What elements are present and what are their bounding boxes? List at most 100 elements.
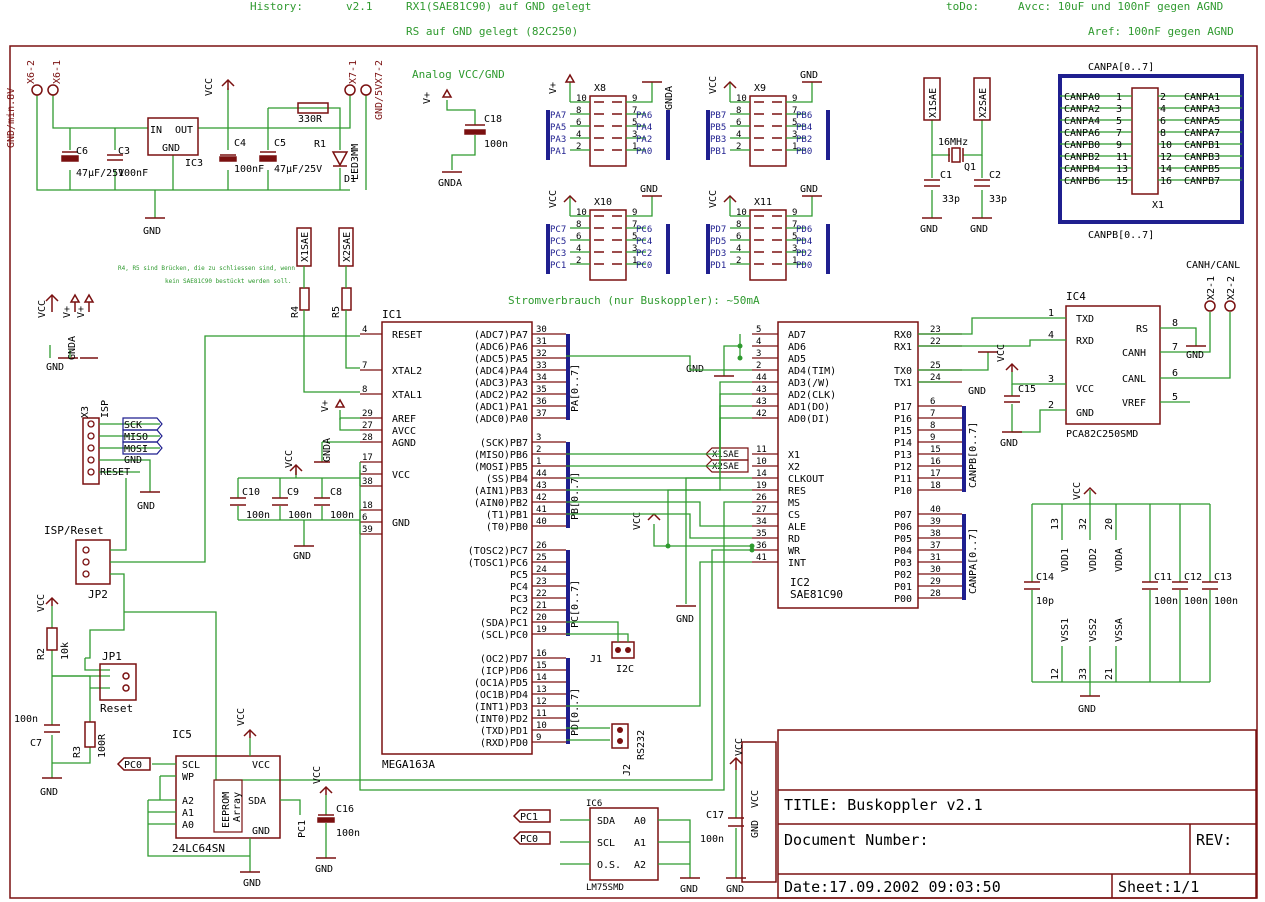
gnd-wire [646,82,653,103]
x1-left-signal: CANPB2 [1064,152,1100,163]
ic2-pin-num: 7 [930,409,935,419]
ic2-pin-num: 10 [756,457,767,467]
c1-gnd: GND [920,224,938,235]
r3-label: R3 [72,746,83,758]
ic3-in-label: IN [150,125,162,136]
isp-mosi: MOSI [124,444,148,455]
vdd-pin-num: 13 [1050,518,1061,530]
header-signal: PB6 [796,111,812,121]
x1-right-pin: 2 [1160,92,1166,103]
supply-label: VCC [548,190,559,208]
gnd-label: GND [800,184,818,195]
ic1-pin-num: 8 [362,385,367,395]
c10-value: 100n [246,510,270,521]
ic5-label: IC5 [172,728,192,741]
header-pin-num: 7 [632,106,637,116]
ic6-a0: A0 [634,816,646,827]
ic2-pin-label: TX0 [894,366,912,377]
ic3-label: IC3 [185,158,203,169]
x1-right-signal: CANPB5 [1184,164,1220,175]
box-gnd: GND [750,820,761,838]
ic1-pin-num: 10 [536,721,547,731]
ic1-pin-num: 20 [536,613,547,623]
ic2-pin-label: RD [788,534,800,545]
header-pin-num: 7 [792,220,797,230]
header-pin-num: 1 [792,142,797,152]
ic2-pin-label: P02 [894,570,912,581]
gnda-label: GNDA [664,86,675,110]
header-signal: PD6 [796,225,812,235]
ic1-ic2-link [566,501,752,527]
ic6-sda: SDA [597,816,615,827]
header-signal: PD0 [796,261,812,271]
power-parts [31,78,372,219]
ic2-pin-num: 25 [930,361,941,371]
ic1-pin-num: 37 [536,409,547,419]
x1-right-pin: 4 [1160,104,1166,115]
c4-value: 100nF [234,164,264,175]
x1-right-signal: CANPA3 [1184,104,1220,115]
ic1-pin-label: (ADC3)PA3 [474,378,528,389]
vdd2-label: VDD2 [1088,548,1099,572]
ic1-pin-num: 11 [536,709,547,719]
header-pin-num: 5 [632,232,637,242]
ic1-ic2-link [566,355,752,371]
ic1-pin-num: 22 [536,589,547,599]
ic4-pin2: 2 [1048,400,1054,411]
x2-1-label: X2-1 [1206,276,1217,300]
jp2-label: JP2 [88,588,108,601]
header-pin-num: 10 [736,94,747,104]
header-pin-num: 9 [792,94,797,104]
can-bus-outline [1058,74,1244,224]
gnd-wire [806,82,813,103]
ic1-pin-num: 29 [362,409,373,419]
header-pin-num: 6 [576,118,581,128]
box-vcc: VCC [750,790,761,808]
power-labels: GND/min.8V X6-2 X6-1 X7-1 X7-2 GND/5V IN… [6,60,385,237]
header-pin-num: 9 [792,208,797,218]
ic2-pin-label: P03 [894,558,912,569]
ic2-pin-label: AD2(CLK) [788,390,836,401]
ic1-pin-num: 12 [536,697,547,707]
ic2-pin-label: TX1 [894,378,912,389]
header-signal: PA1 [550,147,566,157]
ic1-pin-num: 40 [536,517,547,527]
ic1-pin-label: (SCL)PC0 [480,630,528,641]
header-signal: PB1 [710,147,726,157]
c7-value: 100n [14,714,38,725]
header-pin-num: 8 [576,220,581,230]
ic1-pin-num: 38 [362,477,373,487]
header-signal: PB0 [796,147,812,157]
header-label: X11 [754,197,772,208]
ic1-vplus-label: V+ [320,400,331,412]
header-pin-num: 3 [632,244,637,254]
header-signal: PD5 [710,237,726,247]
c3-label: C3 [118,146,130,157]
ic1-pin-num: 26 [536,541,547,551]
gnd-5v-label: GND/5V [374,84,385,120]
header-signal: PD1 [710,261,726,271]
history-label: History: [250,0,303,13]
ic1-pin-label: (OC2)PD7 [480,654,528,665]
header-signal: PA0 [636,147,652,157]
c2-gnd: GND [970,224,988,235]
ic2-pin-label: P14 [894,438,912,449]
x1-left-pin: 5 [1116,116,1122,127]
ic1-pin-label: AGND [392,438,416,449]
x2sae-flag: X2SAE [978,88,989,118]
x3-label: X3 [80,406,91,418]
ic1-pin-num: 13 [536,685,547,695]
ic1-pin-num: 23 [536,577,547,587]
left-power-symbols: VCC V+ V+ GNDA GND [37,293,98,373]
gnd-wire [806,196,813,217]
ic1-pin-num: 36 [536,397,547,407]
ic2-pin-num: 34 [756,517,767,527]
ic2-pin-num: 31 [930,553,941,563]
header-signal: PB3 [710,135,726,145]
c17-gnd: GND [726,884,744,895]
ic2-pin-num: 29 [930,577,941,587]
junction [737,355,743,361]
ic1-pin-num: 15 [536,661,547,671]
vcc-label: VCC [204,78,215,96]
